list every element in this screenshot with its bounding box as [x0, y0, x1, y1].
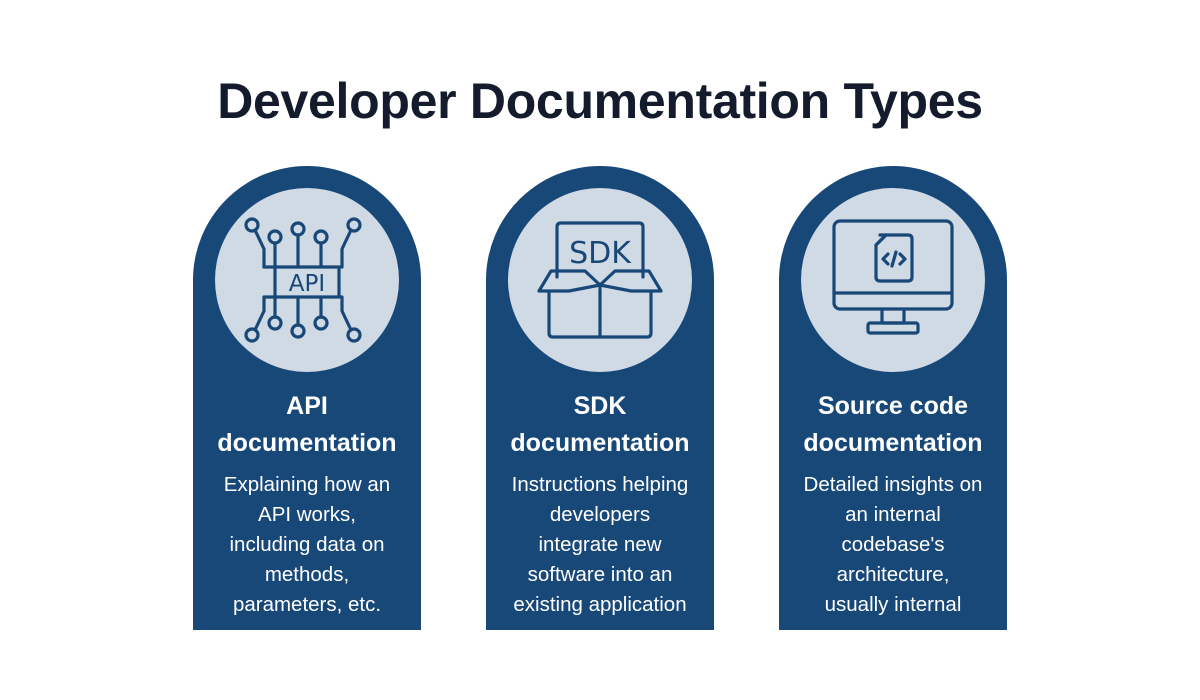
sdk-box-icon: SDK [537, 221, 663, 339]
icon-circle: API [215, 188, 399, 372]
api-chip-icon: API [244, 217, 362, 343]
card-description: Instructions helping developers integrat… [511, 473, 689, 616]
card-title: API documentation [217, 392, 397, 457]
card-api-documentation: API API documentatio [193, 166, 421, 630]
svg-text:SDK: SDK [569, 236, 632, 271]
svg-text:API: API [289, 271, 325, 297]
page-title: Developer Documentation Types [217, 73, 983, 129]
card-title: SDK documentation [510, 392, 690, 457]
card-source-code-documentation: Source code documentation Detailed insig… [779, 166, 1007, 630]
icon-circle: SDK [508, 188, 692, 372]
monitor-code-icon [832, 219, 954, 335]
icon-circle [801, 188, 985, 372]
card-title: Source code documentation [803, 392, 983, 457]
card-description: Detailed insights on an internal codebas… [803, 473, 983, 616]
card-description: Explaining how an API works, including d… [223, 473, 391, 616]
card-sdk-documentation: SDK SDK documentation Instructions helpi… [486, 166, 714, 630]
